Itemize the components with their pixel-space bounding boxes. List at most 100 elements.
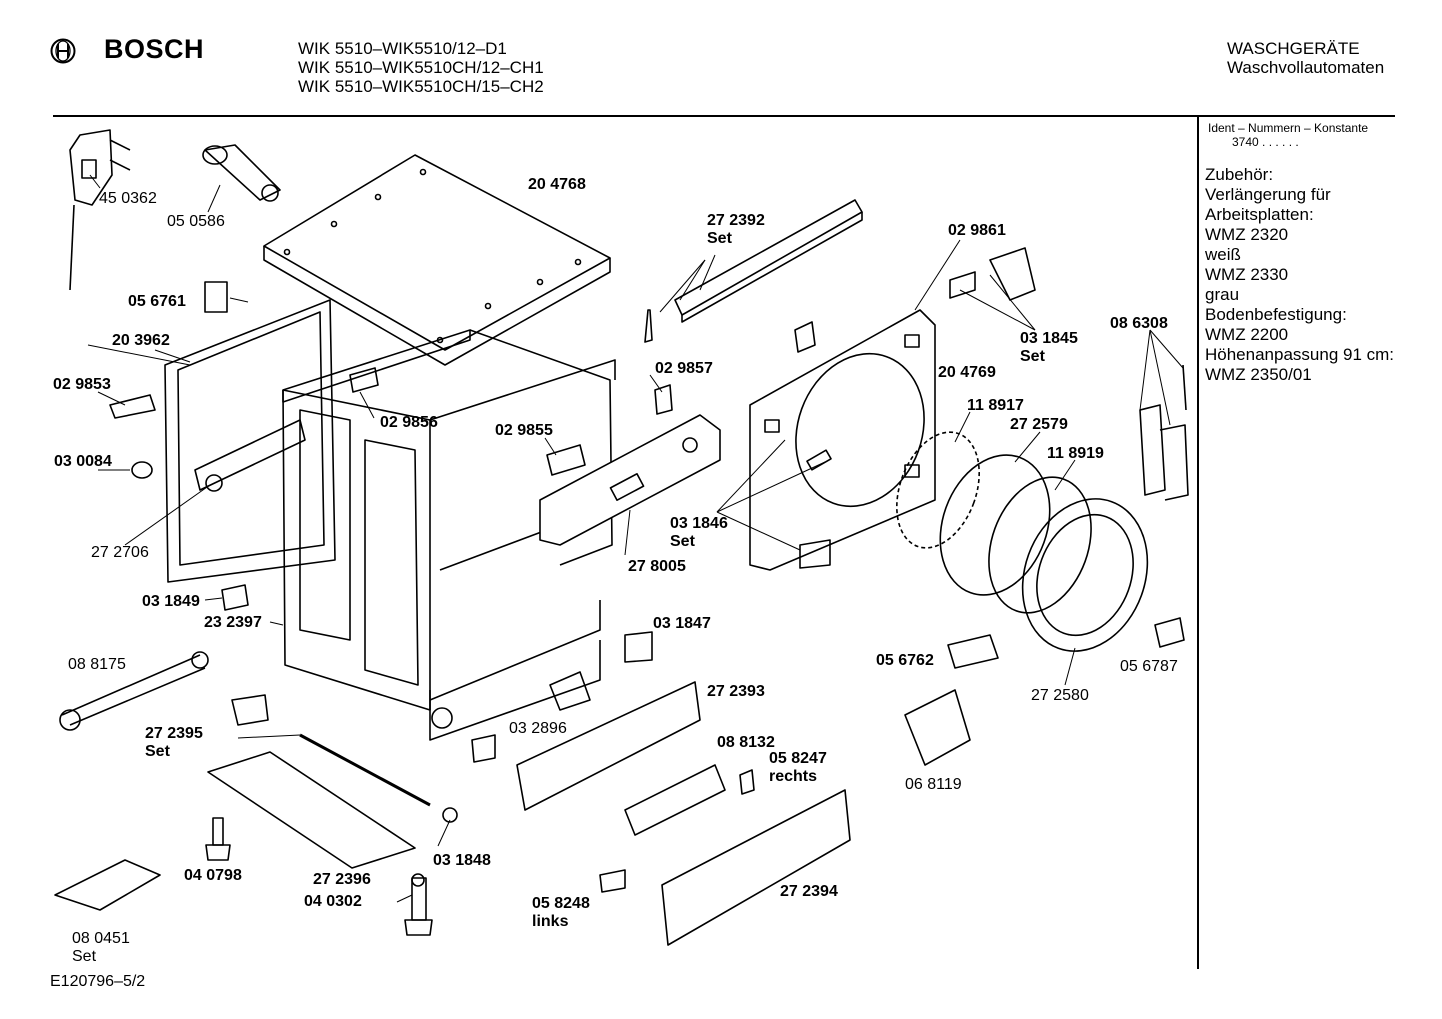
fixing-clip-icon (471, 734, 496, 763)
holder-icon (654, 384, 673, 415)
support-icon (546, 444, 586, 476)
category-block: WASCHGERÄTE Waschvollautomaten (1227, 39, 1384, 77)
hose-icon (299, 733, 431, 807)
part-label: 27 2579 (1010, 416, 1068, 433)
part-label: 03 1847 (653, 615, 711, 632)
catch-icon (794, 321, 816, 353)
part-label: 03 1849 (142, 593, 200, 610)
part-label: 05 0586 (167, 213, 225, 230)
clip-icon (204, 281, 228, 313)
clamp-icon (109, 394, 156, 419)
front-panel-icon (749, 309, 936, 571)
part-label: 08 8132 (717, 734, 775, 751)
part-label: 05 6787 (1120, 658, 1178, 675)
part-label: 27 2395 (145, 725, 203, 742)
bosch-logo-icon (50, 38, 76, 64)
part-label: 03 1846 (670, 515, 728, 532)
part-label: 02 9857 (655, 360, 713, 377)
part-label: 04 0302 (304, 893, 362, 910)
category-title: WASCHGERÄTE (1227, 39, 1360, 58)
part-label: 05 6761 (128, 293, 186, 310)
part-label: 11 8917 (967, 397, 1024, 414)
bracket-icon (349, 367, 379, 393)
sidebar-divider (1197, 117, 1199, 969)
part-label: Set (670, 533, 695, 550)
part-label: 03 1848 (433, 852, 491, 869)
part-label: 20 4768 (528, 176, 586, 193)
part-label: 02 9853 (53, 376, 111, 393)
part-label: 27 2394 (780, 883, 838, 900)
part-label: 05 8247 (769, 750, 827, 767)
accessory-line: WMZ 2330 (1205, 265, 1289, 284)
button-icon (1154, 617, 1185, 648)
part-label: 11 8919 (1047, 445, 1104, 462)
plinth-panel-icon (661, 789, 851, 946)
part-label: 04 0798 (184, 867, 242, 884)
part-label: 03 0084 (54, 453, 112, 470)
accessory-line: Höhenanpassung 91 cm: (1205, 345, 1395, 364)
category-subtitle: Waschvollautomaten (1227, 58, 1385, 77)
ident-block: Ident – Nummern – Konstante 3740 . . . .… (1208, 121, 1368, 149)
wrench-icon (61, 654, 206, 726)
part-label: Set (1020, 348, 1045, 365)
model-line: WIK 5510–WIK5510CH/12–CH1 (298, 58, 544, 77)
part-label: 20 4769 (938, 364, 996, 381)
model-line: WIK 5510–WIK5510CH/15–CH2 (298, 77, 544, 96)
model-list: WIK 5510–WIK5510/12–D1 WIK 5510–WIK5510C… (298, 39, 544, 96)
accessory-line: WMZ 2200 (1205, 325, 1289, 344)
detergent-flap-icon (904, 689, 971, 766)
cap-icon (131, 461, 153, 479)
part-label: 08 6308 (1110, 315, 1168, 332)
part-label: 03 1845 (1020, 330, 1078, 347)
plinth-rail-icon (516, 681, 701, 811)
part-label: 03 2896 (509, 720, 567, 737)
clip-left-icon (599, 869, 626, 893)
height-bracket-icon (1139, 364, 1189, 501)
part-label: 27 2396 (313, 871, 371, 888)
part-label: 02 9855 (495, 422, 553, 439)
accessory-line: weiß (1205, 245, 1241, 264)
nut-icon (411, 873, 425, 887)
part-label: Set (72, 948, 97, 965)
top-cover-icon (263, 154, 611, 366)
filter-cylinder-icon (202, 144, 281, 202)
part-label: 08 0451 (72, 930, 130, 947)
ring-icon (442, 807, 458, 823)
part-label: 20 3962 (112, 332, 170, 349)
leader-lines (87, 174, 1184, 903)
part-label: 08 8175 (68, 656, 126, 673)
lock-icon (947, 634, 999, 669)
part-label: 27 2393 (707, 683, 765, 700)
slider-icon (624, 631, 653, 663)
accessory-line: grau (1205, 285, 1240, 304)
top-rail-icon (644, 199, 863, 343)
part-label: 27 2580 (1031, 687, 1089, 704)
header-divider (53, 115, 1395, 117)
latch-icon (221, 584, 249, 611)
part-label: Set (707, 230, 732, 247)
power-plug-icon (69, 129, 131, 291)
part-label: 02 9856 (380, 414, 438, 431)
model-line: WIK 5510–WIK5510/12–D1 (298, 39, 507, 58)
ident-label: Ident – Nummern – Konstante (1208, 121, 1369, 135)
clip-right-icon (739, 769, 755, 795)
foot-screw-icon (212, 817, 224, 846)
part-label: 05 6762 (876, 652, 934, 669)
part-label: rechts (769, 768, 818, 785)
part-label: Set (145, 743, 170, 760)
part-label: 06 8119 (905, 776, 962, 793)
door-assembly-icon (896, 431, 1149, 652)
part-label: 02 9861 (948, 222, 1006, 239)
accessory-line: WMZ 2350/01 (1205, 365, 1312, 384)
handle-icon (624, 764, 726, 836)
spacer-icon (799, 539, 831, 569)
foam-strip-icon (207, 751, 416, 869)
part-label: 27 2392 (707, 212, 765, 229)
accessory-line: Bodenbefestigung: (1205, 305, 1347, 324)
part-label: 45 0362 (99, 190, 157, 207)
accessory-line: WMZ 2320 (1205, 225, 1289, 244)
part-label: 27 8005 (628, 558, 686, 575)
accessory-line: Verlängerung für (1205, 185, 1331, 204)
part-label: 27 2706 (91, 544, 149, 561)
